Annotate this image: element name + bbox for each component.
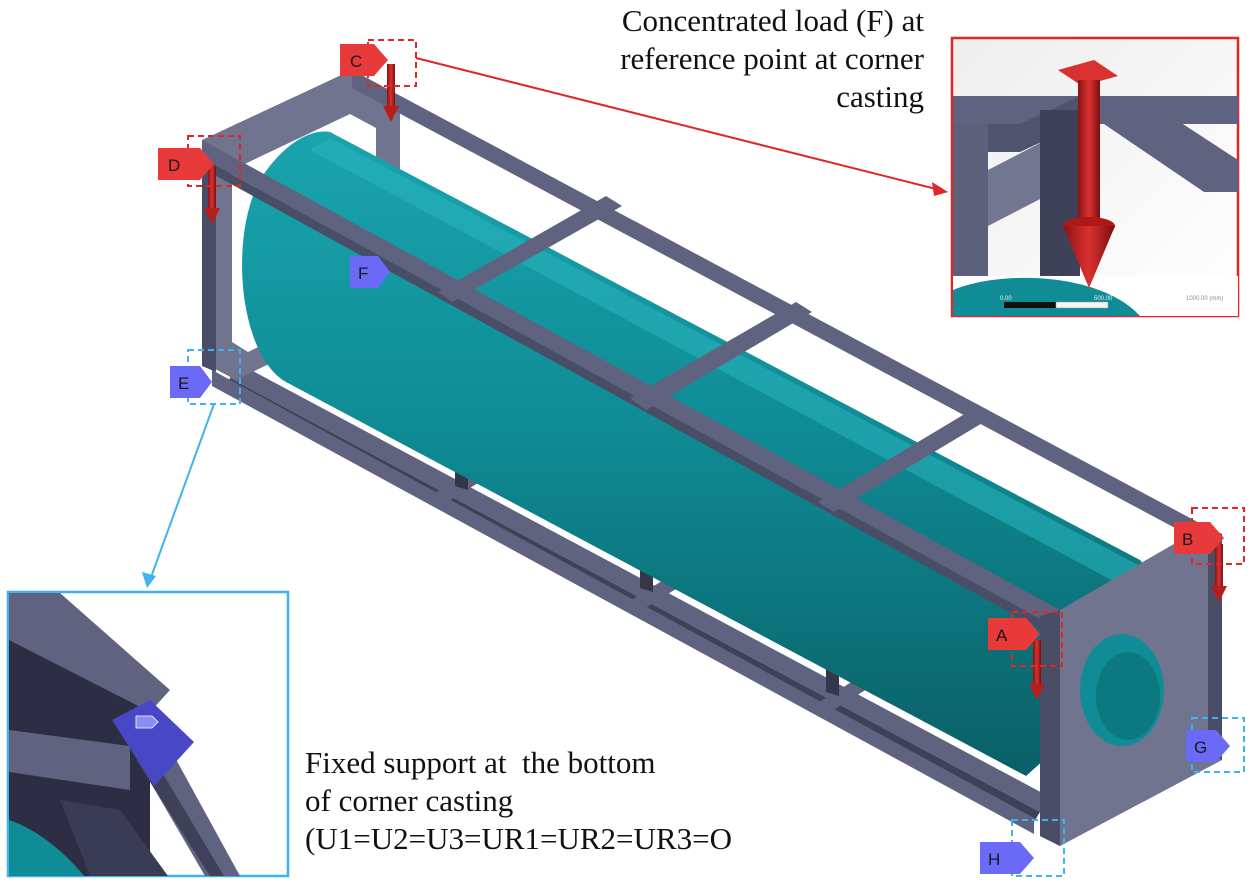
load-annotation: Concentrated load (F) at reference point…: [560, 2, 924, 116]
load-arrow-c: [383, 64, 399, 122]
support-leader-arrowhead: [142, 572, 156, 588]
tag-h-label: H: [988, 850, 1000, 869]
tag-g-label: G: [1194, 738, 1207, 757]
support-annotation-line-2: of corner casting: [305, 783, 514, 818]
support-leader-line: [149, 403, 215, 581]
tag-f-label: F: [358, 264, 368, 283]
load-annotation-line-1: Concentrated load (F) at: [621, 3, 924, 38]
dashed-box-d: [187, 135, 241, 187]
inset-scale-label-0: 0.00: [1000, 296, 1012, 302]
load-annotation-line-3: casting: [836, 79, 924, 114]
load-arrow-a: [1029, 640, 1045, 700]
support-annotation-line-3: (U1=U2=U3=UR1=UR2=UR3=O: [305, 821, 732, 856]
inset-support-beam-vertical-shade: [136, 752, 224, 876]
tag-b-label: B: [1182, 530, 1193, 549]
inset-support-casting-tag: [135, 715, 159, 729]
tag-g: G: [1186, 730, 1230, 762]
inset-load-arrow-shaft: [1078, 80, 1100, 228]
tag-a: A: [988, 618, 1040, 650]
top-cross-3: [818, 406, 994, 512]
inset-load-post: [953, 124, 988, 316]
load-arrow-b: [1211, 544, 1227, 602]
inset-load-post-light: [988, 140, 1046, 226]
load-annotation-line-2: reference point at corner: [620, 41, 924, 76]
container-frame-front: [202, 70, 1222, 846]
tag-b: B: [1174, 522, 1224, 554]
load-arrow-d: [204, 166, 220, 224]
end-post-right-front: [1040, 610, 1060, 846]
tag-h: H: [980, 842, 1034, 874]
tag-d-label: D: [168, 156, 180, 175]
end-frame-right-hole-shade: [1096, 652, 1160, 740]
inset-support-casting: [112, 700, 194, 786]
dashed-box-b: [1191, 507, 1245, 565]
load-leader-line: [415, 57, 941, 191]
inset-load-arrow-head: [1063, 226, 1115, 288]
inset-support-tank: [9, 820, 84, 876]
support-point-tags: E F G H: [170, 256, 1230, 874]
inset-load-scale-bar-light: [1055, 301, 1109, 309]
support-annotation-line-1: Fixed support at the bottom: [305, 745, 656, 780]
inset-load-post-dark: [1040, 110, 1080, 290]
load-leader-arrowhead: [932, 182, 948, 196]
tag-f: F: [350, 256, 390, 288]
inset-load-detail: 0.00 500.00 1000.00 (mm): [950, 36, 1240, 318]
inset-load-rail-diagonal: [1104, 96, 1238, 192]
leader-arrows: [142, 57, 948, 588]
top-rail-front-shade: [202, 158, 1060, 640]
tag-a-label: A: [996, 626, 1008, 645]
dashed-box-h: [1011, 819, 1065, 877]
tag-c: C: [340, 44, 388, 76]
top-rail-front: [202, 140, 1060, 630]
tag-d: D: [158, 148, 214, 180]
inset-support-beam-upper: [9, 593, 170, 712]
top-rail-back: [352, 70, 1205, 544]
top-cross-1: [438, 196, 622, 302]
inset-load-scale-bar-dark: [1004, 302, 1056, 308]
inset-scale-label-1: 500.00: [1094, 296, 1113, 302]
bottom-rail-front: [212, 370, 1034, 834]
tag-e-label: E: [178, 374, 189, 393]
inset-support-beam-lower: [9, 730, 130, 790]
top-cross-2: [630, 302, 812, 410]
inset-load-arrow-cap: [1058, 60, 1118, 86]
tag-c-label: C: [350, 52, 362, 71]
support-annotation: Fixed support at the bottom of corner ca…: [305, 744, 825, 858]
inset-support-dark-lower: [60, 800, 168, 876]
inset-support-detail: [6, 590, 290, 878]
tag-e: E: [170, 366, 212, 398]
load-point-tags: C D B A: [158, 44, 1224, 650]
inset-scale-label-2: 1000.00 (mm): [1186, 296, 1223, 302]
load-arrows: [204, 64, 1227, 700]
